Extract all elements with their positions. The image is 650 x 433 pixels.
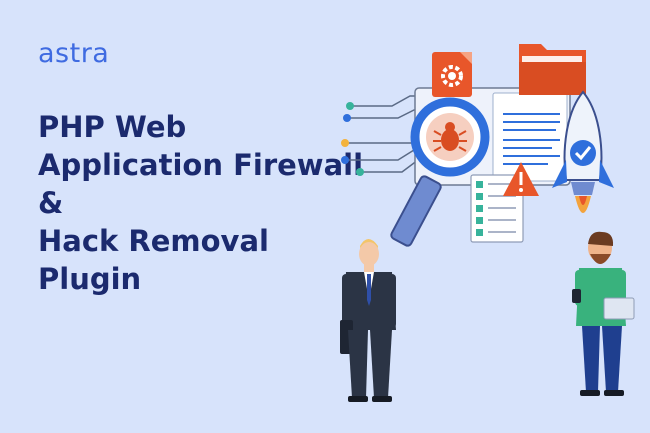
bug-icon (433, 122, 467, 152)
folder-icon (519, 44, 586, 95)
developer-figure (572, 231, 635, 396)
businessman-figure (340, 239, 396, 402)
headline-line-1: PHP Web (38, 110, 187, 144)
gear-icon (432, 52, 472, 97)
headline-line-3: & (38, 186, 64, 220)
astra-logo: astra (38, 38, 110, 69)
circuit-nodes (341, 102, 364, 176)
headline-line-4: Hack Removal (38, 224, 269, 258)
warning-icon (503, 162, 539, 196)
check-badge-icon (570, 140, 596, 166)
page-headline: PHP Web Application Firewall & Hack Remo… (38, 108, 364, 298)
headline-line-5: Plugin (38, 262, 142, 296)
headline-line-2: Application Firewall (38, 148, 364, 182)
